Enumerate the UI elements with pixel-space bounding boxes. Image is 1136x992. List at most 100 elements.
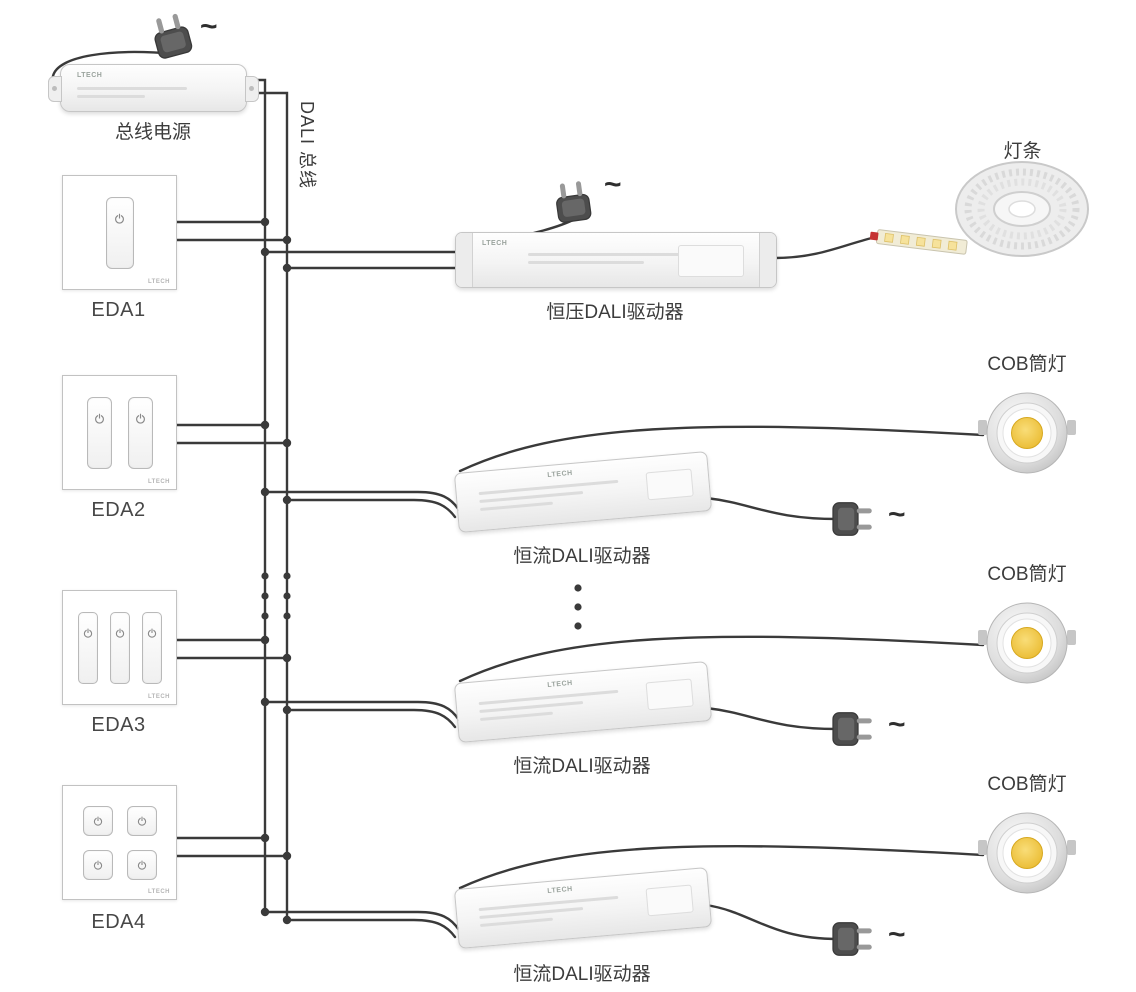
ac-symbol: ~ (888, 708, 906, 741)
load-wire (458, 635, 985, 683)
device-label-sticker (645, 468, 694, 501)
brand-logo: LTECH (482, 240, 508, 247)
led-chip (900, 234, 910, 245)
panel-button (109, 611, 130, 684)
cc-driver-label-1: 恒流DALI驱动器 (513, 546, 651, 567)
cob-label-1: COB筒灯 (987, 354, 1067, 375)
device-label-sticker (678, 245, 744, 277)
bus-line-1 (243, 78, 267, 914)
touch-panel-eda2: LTECH (62, 375, 177, 490)
mains-cable (704, 706, 840, 731)
ac-symbol: ~ (604, 168, 622, 201)
load-wire (458, 845, 985, 890)
cc-driver-label-2: 恒流DALI驱动器 (513, 756, 651, 777)
junction-dot (260, 635, 270, 645)
power-icon (115, 627, 124, 638)
cob-label-3: COB筒灯 (987, 774, 1067, 795)
device-print (478, 479, 621, 516)
ellipsis-dot (261, 612, 269, 620)
cc-driver-label-3: 恒流DALI驱动器 (513, 964, 651, 985)
ellipsis-dot (283, 572, 291, 580)
ac-symbol: ~ (888, 498, 906, 531)
reel-hole (1008, 200, 1036, 218)
device-print (478, 689, 621, 726)
junction-dot (260, 247, 270, 257)
panel-button (127, 396, 153, 469)
junction-dot (282, 263, 292, 273)
mains-cable (704, 496, 840, 521)
junction-dot (260, 833, 270, 843)
cv-dali-driver: LTECH (455, 232, 777, 288)
bus-power-supply: LTECH (48, 64, 259, 112)
touch-panel-eda3: LTECH (62, 590, 177, 705)
mounting-tab (245, 76, 259, 102)
brand-logo: LTECH (547, 679, 573, 690)
ellipsis-dot (574, 584, 582, 592)
power-icon (94, 412, 104, 424)
panel-button (141, 611, 162, 684)
junction-dot (260, 217, 270, 227)
junction-dot (260, 907, 270, 917)
ellipsis-dot (574, 622, 582, 630)
panel-label-eda2: EDA2 (91, 499, 146, 521)
load-wire (458, 425, 985, 473)
cob-downlight (977, 812, 1077, 894)
junction-dot (260, 420, 270, 430)
driver-continuation-dots (574, 584, 582, 630)
junction-dot (282, 438, 292, 448)
power-icon (137, 815, 146, 826)
cob-downlight (977, 602, 1077, 684)
ac-symbol: ~ (888, 918, 906, 951)
bus-power-label: 总线电源 (114, 122, 191, 143)
ellipsis-dot (283, 612, 291, 620)
junction-dot (282, 915, 292, 925)
ellipsis-dot (283, 592, 291, 600)
panel-label-eda1: EDA1 (91, 299, 146, 321)
brand-logo: LTECH (147, 279, 170, 285)
wire (285, 708, 457, 729)
panel-button (77, 611, 98, 684)
panel-button (105, 196, 134, 269)
ellipsis-dot (261, 592, 269, 600)
led-chip (931, 238, 942, 249)
device-print (77, 87, 187, 103)
wire (285, 918, 457, 939)
panel-button (126, 849, 157, 880)
brand-logo: LTECH (147, 889, 170, 895)
ellipsis-dot (574, 603, 582, 611)
power-icon (137, 859, 146, 870)
panel-button (82, 805, 113, 836)
load-wire (773, 236, 874, 260)
ellipsis-dot (261, 572, 269, 580)
panel-button (86, 396, 112, 469)
power-plug-icon (832, 502, 873, 536)
cob-downlight (977, 392, 1077, 474)
junction-dot (260, 487, 270, 497)
led-chip (915, 236, 926, 247)
led-strip-reel (955, 161, 1089, 257)
device-print (478, 895, 621, 932)
cv-driver-label: 恒压DALI驱动器 (546, 302, 684, 323)
device-print (528, 253, 698, 269)
junction-dot (282, 235, 292, 245)
power-icon (93, 815, 102, 826)
led-chip (947, 240, 958, 251)
brand-logo: LTECH (547, 469, 573, 480)
bus-line-2 (243, 91, 289, 922)
power-plug-icon (553, 179, 593, 224)
reel-ring (964, 168, 1080, 250)
mains-cable (704, 903, 840, 941)
brand-logo: LTECH (547, 885, 573, 896)
junction-dot (282, 495, 292, 505)
mounting-tab (48, 76, 62, 102)
driver-endcap (456, 233, 473, 287)
junction-dots (260, 217, 292, 925)
touch-panel-eda4: LTECH (62, 785, 177, 900)
power-icon (93, 859, 102, 870)
junction-dot (260, 697, 270, 707)
brand-logo: LTECH (77, 72, 103, 79)
bus-continuation-dots (261, 572, 291, 620)
power-plug-icon (832, 712, 873, 746)
power-plug-icon (832, 922, 873, 956)
